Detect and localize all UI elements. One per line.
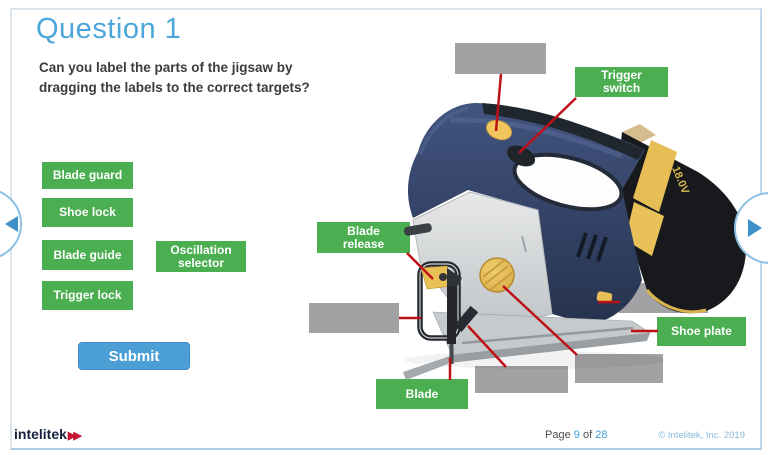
drop-target-bottom-center[interactable] [475, 366, 568, 393]
question-instruction: Can you label the parts of the jigsaw by… [39, 58, 310, 98]
logo-arrows-icon: ▶▶ [67, 430, 82, 442]
label-blade[interactable]: Blade [376, 379, 468, 409]
battery: 18.0V [616, 124, 747, 314]
copyright-text: © Intelitek, Inc. 2019 [658, 430, 745, 441]
instruction-line-1: Can you label the parts of the jigsaw by [39, 60, 293, 75]
next-arrow-icon[interactable] [748, 219, 762, 237]
handle-opening [512, 152, 624, 212]
intelitek-logo: intelitek▶▶ [14, 426, 82, 442]
page-total: 28 [595, 429, 608, 441]
leader-lines [399, 73, 658, 380]
label-blade-release[interactable]: Blade release [317, 222, 410, 253]
shoe-plate-part [403, 311, 651, 380]
label-blade-guide[interactable]: Blade guide [42, 240, 133, 270]
dial-knob [479, 257, 515, 293]
logo-text: intelitek [14, 426, 67, 442]
drop-target-top[interactable] [455, 43, 546, 74]
prev-arrow-icon[interactable] [5, 216, 18, 232]
drop-target-left[interactable] [309, 303, 399, 333]
submit-button[interactable]: Submit [78, 342, 190, 370]
vent-slots [576, 232, 608, 262]
of-word: of [582, 429, 593, 441]
label-trigger-lock[interactable]: Trigger lock [42, 281, 133, 310]
label-blade-guard[interactable]: Blade guard [42, 162, 133, 189]
blade-guard-part [417, 261, 461, 341]
label-trigger-switch[interactable]: Trigger switch [575, 67, 668, 97]
lock-button [485, 119, 513, 141]
drop-target-bottom-right[interactable] [575, 354, 663, 383]
blade-part [447, 286, 456, 344]
instruction-line-2: dragging the labels to the correct targe… [39, 80, 310, 95]
trigger [506, 145, 536, 167]
top-grip-strip [482, 103, 644, 160]
label-shoe-plate[interactable]: Shoe plate [657, 317, 746, 346]
label-oscillation-selector[interactable]: Oscillation selector [156, 241, 246, 272]
page-word: Page [545, 429, 571, 441]
body-housing [407, 102, 645, 324]
label-shoe-lock[interactable]: Shoe lock [42, 198, 133, 227]
page-current: 9 [573, 429, 580, 441]
jigsaw-image: 18.0V [300, 40, 768, 410]
blade-guide-part [453, 305, 479, 333]
page-title: Question 1 [36, 13, 182, 45]
page-indicator: Page 9 of 28 [545, 429, 607, 441]
shoe-lock-part [596, 291, 613, 303]
